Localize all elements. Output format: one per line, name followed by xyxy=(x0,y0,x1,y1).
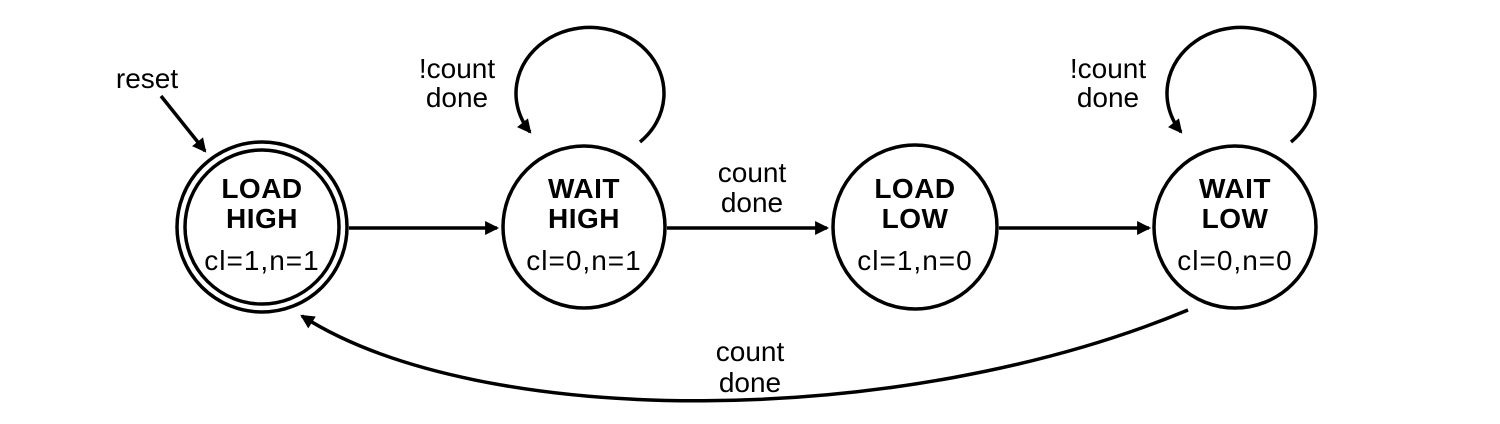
wait-low-to-load-high-label-line2: done xyxy=(719,367,781,398)
state-name-line2: LOW xyxy=(882,203,949,234)
state-ring xyxy=(1152,144,1318,310)
wait-low-self-loop-label-line1: !count xyxy=(1070,53,1146,84)
state-load-low: LOAD LOW cl=1,n=0 xyxy=(831,143,999,311)
state-outer-ring xyxy=(175,140,349,314)
wait-high-self-loop-label-line1: !count xyxy=(419,53,495,84)
state-output: cl=0,n=0 xyxy=(1177,245,1292,276)
state-ring xyxy=(501,144,667,310)
wait-low-to-load-high-label-line1: count xyxy=(716,336,785,367)
state-wait-high: WAIT HIGH cl=0,n=1 xyxy=(501,144,667,310)
state-output: cl=1,n=1 xyxy=(204,245,319,276)
transition-wait-high-self-loop xyxy=(514,25,666,144)
state-name-line1: LOAD xyxy=(221,173,302,204)
wait-high-to-load-low-label-line2: done xyxy=(721,187,783,218)
state-output: cl=1,n=0 xyxy=(857,245,972,276)
transition-wait-low-self-loop xyxy=(1165,25,1317,144)
state-inner-ring xyxy=(183,148,341,306)
state-name-line1: LOAD xyxy=(874,173,955,204)
state-name-line2: HIGH xyxy=(226,203,298,234)
wait-high-to-load-low-label-line1: count xyxy=(718,157,787,188)
state-wait-low: WAIT LOW cl=0,n=0 xyxy=(1152,144,1318,310)
wait-high-self-loop-label-line2: done xyxy=(426,82,488,113)
transition-labels: reset !count done count done !count done… xyxy=(116,53,1146,398)
state-load-high: LOAD HIGH cl=1,n=1 xyxy=(175,140,349,314)
state-ring xyxy=(831,143,999,311)
transition-wait-low-to-load-high xyxy=(300,308,1189,403)
wait-low-self-loop-label-line2: done xyxy=(1077,82,1139,113)
state-name-line1: WAIT xyxy=(1199,173,1271,204)
reset-label: reset xyxy=(116,63,178,94)
transitions xyxy=(159,25,1317,403)
state-name-line2: HIGH xyxy=(548,203,620,234)
state-name-line2: LOW xyxy=(1202,203,1269,234)
reset-arrow xyxy=(159,94,207,153)
state-output: cl=0,n=1 xyxy=(526,245,641,276)
state-name-line1: WAIT xyxy=(548,173,620,204)
